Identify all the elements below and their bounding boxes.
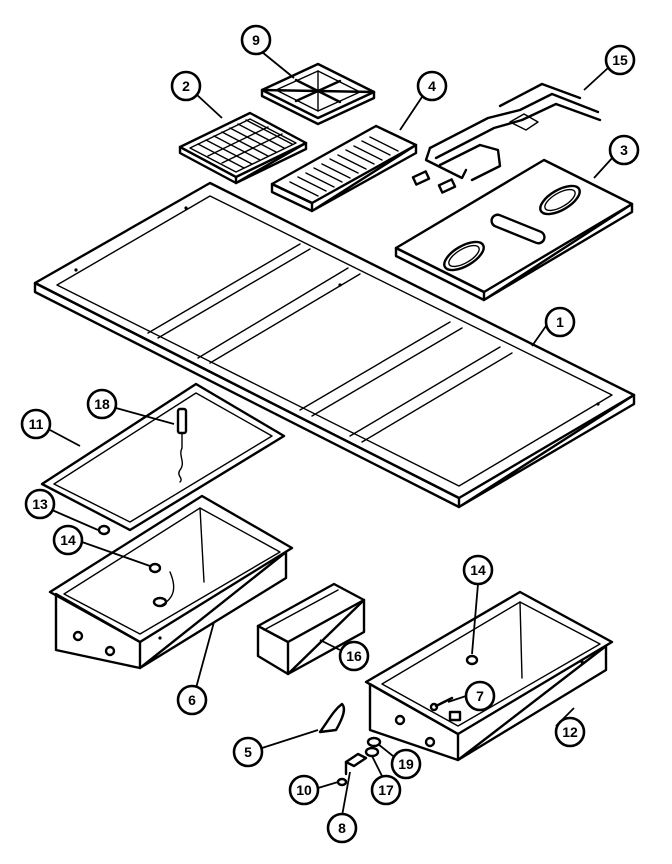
callout-17: 17 <box>370 774 402 806</box>
part-burner-tubes <box>411 82 602 194</box>
callout-19: 19 <box>390 748 422 780</box>
part-small-screw <box>336 777 348 787</box>
part-fastener-left <box>148 562 162 574</box>
part-drip-pan-left <box>48 494 294 670</box>
callout-14-right: 14 <box>462 554 494 586</box>
part-cover-panel <box>40 382 286 532</box>
svg-text:2: 2 <box>182 78 190 94</box>
callout-11: 11 <box>20 408 52 440</box>
svg-text:6: 6 <box>188 692 196 708</box>
svg-text:15: 15 <box>612 52 628 68</box>
callout-7: 7 <box>464 680 496 712</box>
svg-text:12: 12 <box>562 724 578 740</box>
svg-text:14: 14 <box>60 532 76 548</box>
svg-text:19: 19 <box>398 756 414 772</box>
svg-text:14: 14 <box>470 562 486 578</box>
part-igniter <box>176 407 188 483</box>
callout-9: 9 <box>240 24 272 56</box>
leader-lines <box>49 51 615 817</box>
svg-text:9: 9 <box>252 32 260 48</box>
part-burner-grate <box>260 62 376 126</box>
callout-15: 15 <box>604 44 636 76</box>
svg-text:11: 11 <box>29 416 44 432</box>
part-handle-clip <box>318 702 346 734</box>
svg-text:10: 10 <box>296 782 312 798</box>
part-fastener-right <box>465 654 479 666</box>
callout-8: 8 <box>326 812 358 844</box>
part-bracket <box>344 752 368 776</box>
callout-4: 4 <box>416 70 448 102</box>
svg-text:7: 7 <box>476 688 484 704</box>
callout-6: 6 <box>176 684 208 716</box>
callout-18: 18 <box>86 388 118 420</box>
part-screw <box>429 696 454 712</box>
part-tray <box>256 582 366 676</box>
svg-text:5: 5 <box>244 744 252 760</box>
callout-14-left: 14 <box>52 524 84 556</box>
callout-1: 1 <box>544 306 576 338</box>
svg-text:3: 3 <box>620 142 628 158</box>
callout-5: 5 <box>232 736 264 768</box>
part-burner-plate <box>394 158 634 302</box>
part-grill-grate <box>178 111 308 185</box>
part-grommet <box>97 524 111 536</box>
svg-text:1: 1 <box>556 314 564 330</box>
callout-2: 2 <box>170 70 202 102</box>
part-grill-element <box>270 124 418 213</box>
svg-text:16: 16 <box>346 648 362 664</box>
part-washers <box>364 736 382 758</box>
callout-13: 13 <box>24 488 56 520</box>
part-frame <box>33 181 636 509</box>
svg-text:17: 17 <box>378 782 394 798</box>
svg-text:8: 8 <box>338 820 346 836</box>
callout-12: 12 <box>554 716 586 748</box>
svg-text:18: 18 <box>94 396 110 412</box>
callout-16: 16 <box>338 640 370 672</box>
callout-3: 3 <box>608 134 640 166</box>
callout-10: 10 <box>288 774 320 806</box>
svg-text:13: 13 <box>32 496 48 512</box>
svg-text:4: 4 <box>428 78 436 94</box>
